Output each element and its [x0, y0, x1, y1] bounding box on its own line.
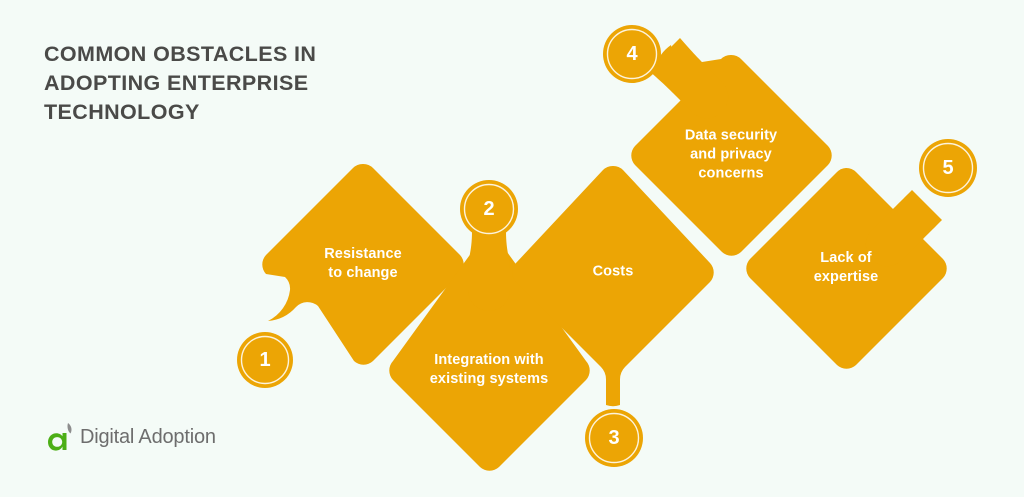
- step-badge-5: [919, 139, 977, 197]
- brand-logo-text: Digital Adoption: [80, 425, 216, 448]
- step-shape-4: [631, 45, 832, 256]
- step-badge-1: [237, 332, 293, 388]
- step-node-3[interactable]: [512, 165, 714, 467]
- brand-logo[interactable]: Digital Adoption: [48, 422, 216, 452]
- step-connector-5: [865, 190, 942, 267]
- step-node-1[interactable]: [237, 163, 464, 388]
- step-badge-ring-5: [922, 142, 974, 194]
- step-badge-ring-3: [588, 412, 640, 464]
- page-title: COMMON OBSTACLES IN ADOPTING ENTERPRISE …: [44, 40, 374, 127]
- page-title-line-1: COMMON OBSTACLES IN: [44, 42, 317, 66]
- step-badge-4: [603, 25, 661, 83]
- step-badge-ring-4: [606, 28, 658, 80]
- step-badge-ring-2: [463, 183, 515, 235]
- step-badge-2: [460, 180, 518, 238]
- step-connector-2: [468, 231, 510, 311]
- page-title-line-2: ADOPTING ENTERPRISE: [44, 71, 309, 95]
- step-node-4[interactable]: [603, 25, 832, 256]
- step-shape-1: [262, 163, 464, 365]
- step-shape-3: [512, 165, 714, 407]
- digital-adoption-logo-icon: [48, 422, 74, 452]
- step-badge-3: [585, 409, 643, 467]
- step-badge-ring-1: [240, 335, 290, 385]
- step-node-5[interactable]: [746, 139, 977, 369]
- step-connector-4: [648, 38, 729, 119]
- page-title-line-3: TECHNOLOGY: [44, 100, 200, 124]
